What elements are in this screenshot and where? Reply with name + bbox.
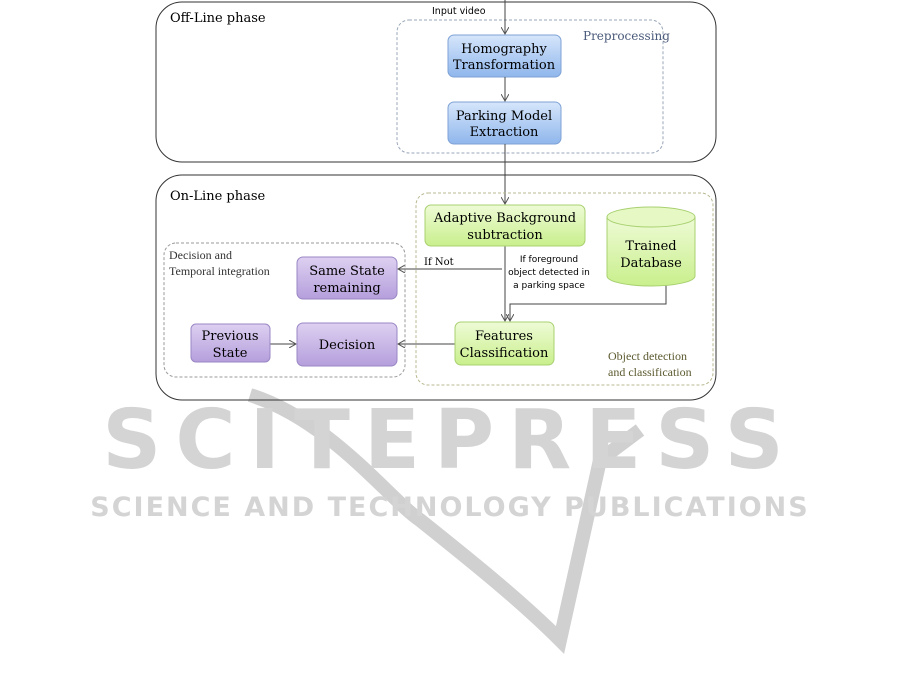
decision-group — [163, 242, 406, 378]
database-line1: Trained — [625, 239, 676, 254]
homography-line2: Transformation — [453, 58, 556, 73]
preprocessing-group — [396, 19, 664, 154]
same-state-line1: Same State — [309, 264, 385, 279]
adaptive-background-box — [424, 204, 586, 247]
if-fg-line3: a parking space — [513, 281, 585, 291]
online-phase-box — [155, 174, 717, 401]
offline-label: Off-Line phase — [170, 11, 266, 26]
detection-label-2: and classification — [608, 365, 692, 379]
previous-line2: State — [213, 346, 248, 361]
adaptive-line1: Adaptive Background — [433, 211, 576, 226]
parking-line2: Extraction — [470, 125, 539, 140]
watermark: SCITEPRESS SCIENCE AND TECHNOLOGY PUBLIC… — [90, 388, 809, 654]
parking-line1: Parking Model — [456, 109, 552, 124]
watermark-title: SCITEPRESS — [102, 393, 797, 488]
features-line1: Features — [475, 329, 533, 344]
decision-label: Decision — [319, 338, 376, 353]
same-state-line2: remaining — [313, 281, 380, 296]
preprocessing-label: Preprocessing — [583, 29, 670, 43]
decision-group-label-1: Decision and — [169, 248, 232, 262]
database-line2: Database — [620, 256, 682, 271]
if-fg-line1: If foreground — [520, 255, 578, 265]
watermark-subtitle: SCIENCE AND TECHNOLOGY PUBLICATIONS — [90, 492, 809, 523]
if-fg-line2: object detected in — [508, 268, 590, 278]
input-video-label: Input video — [432, 6, 486, 17]
same-state-box — [296, 256, 398, 300]
features-line2: Classification — [460, 346, 549, 361]
connectors — [270, 0, 667, 344]
detection-label-1: Object detection — [608, 349, 687, 363]
homography-line1: Homography — [461, 42, 547, 57]
online-label: On-Line phase — [170, 189, 266, 204]
decision-box — [296, 322, 398, 367]
if-not-label: If Not — [424, 257, 454, 268]
previous-line1: Previous — [201, 329, 258, 344]
features-classification-box — [454, 321, 555, 366]
offline-phase-box — [155, 1, 717, 163]
decision-group-label-2: Temporal integration — [169, 264, 270, 278]
database-cylinder — [606, 206, 696, 287]
previous-state-box — [190, 323, 271, 363]
adaptive-line2: subtraction — [467, 228, 543, 243]
detection-group — [415, 192, 714, 386]
